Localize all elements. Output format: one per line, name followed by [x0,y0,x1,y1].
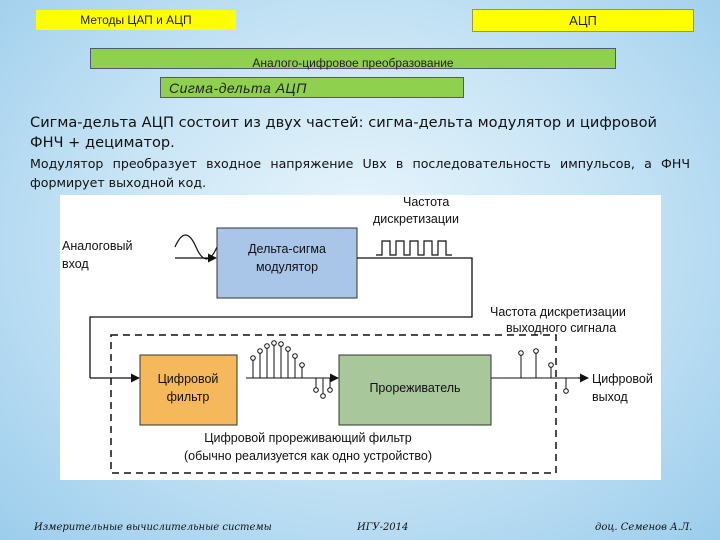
modulator-block [216,227,358,299]
topic-banner: Методы ЦАП и АЦП [36,10,236,30]
output-sampling-freq-label-2: выходного сигнала [506,321,616,335]
intro-paragraph: Сигма-дельта АЦП состоит из двух частей:… [30,114,657,151]
subtitle-banner: Аналого-цифровое преобразование [90,48,616,70]
modulator-output-line [89,257,473,378]
decimated-samples-icon [491,348,580,394]
footer-course: Измерительные вычислительные системы [34,522,272,533]
output-sampling-freq-label-1: Частота дискретизации [490,305,626,319]
explanation-paragraph: Модулятор преобразует входное напряжение… [30,156,690,190]
modulator-label-1: Дельта-сигма [248,242,326,256]
slide-title: Сигма-дельта АЦП [160,77,464,98]
analog-input-label-1: Аналоговый [62,239,132,253]
digital-output-label-2: выход [592,390,628,404]
analog-input-label-2: вход [62,257,89,271]
decimator-label: Прореживатель [369,381,460,395]
digital-filter-block [139,354,238,426]
decimation-filter-enclosure [110,334,557,474]
modulator-label-2: модулятор [256,260,318,274]
enclosure-caption-1: Цифровой прореживающий фильтр [204,431,411,445]
footer-institution: ИГУ-2014 [357,522,409,533]
footer-author: доц. Семенов А.Л. [595,522,693,533]
digital-output-label-1: Цифровой [592,372,653,386]
digital-filter-label-1: Цифровой [158,372,219,386]
section-banner: АЦП [472,9,694,32]
digital-filter-label-2: фильтр [167,390,210,404]
sine-wave-icon [174,234,218,260]
sampling-freq-label-2: дискретизации [373,212,459,226]
pulse-train-icon [376,240,452,256]
sigma-delta-adc-diagram: Аналоговый вход Дельта-сигма модулятор Ч… [60,195,661,480]
filtered-samples-icon [246,340,336,399]
sampling-freq-label-1: Частота [403,195,449,209]
decimator-block [338,354,492,426]
enclosure-caption-2: (обычно реализуется как одно устройство) [184,449,432,463]
